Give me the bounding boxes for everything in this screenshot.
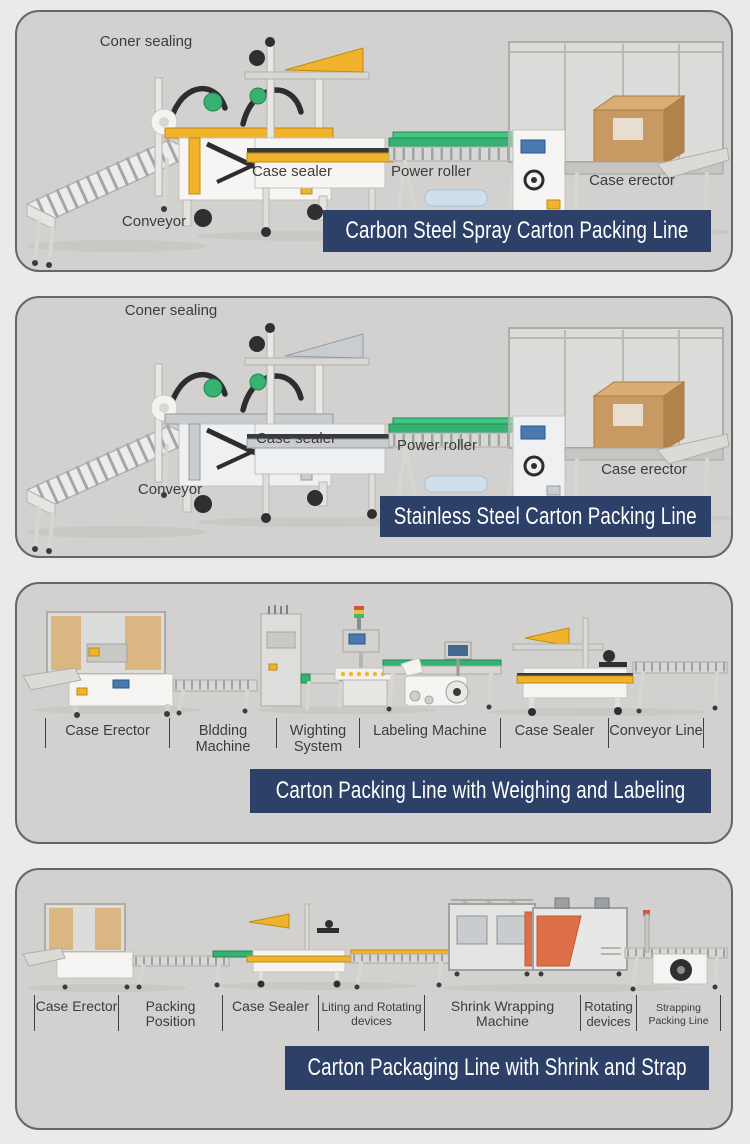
label-conveyor: Conveyor	[137, 481, 203, 498]
label-case-erector: Case erector	[589, 172, 675, 189]
panel-title: Carbon Steel Spray Carton Packing Line	[345, 217, 689, 244]
label-case-sealer: Case sealer	[251, 163, 333, 180]
label-conveyor: Conveyor	[121, 213, 187, 230]
segment-case-erector: Case Erector	[45, 718, 169, 748]
segment-liting-rotating-devices: Liting and Rotating devices	[318, 995, 424, 1031]
label-case-sealer: Case sealer	[255, 430, 337, 447]
segment-wighting-system: Wighting System	[276, 718, 359, 754]
panel-title-banner: Carton Packing Line with Weighing and La…	[250, 769, 711, 813]
segment-label-row: Case Erector Bldding Machine Wighting Sy…	[45, 718, 704, 754]
segment-case-sealer: Case Sealer	[500, 718, 608, 748]
panel-title-banner: Stainless Steel Carton Packing Line	[380, 496, 711, 537]
segment-conveyor-line: Conveyor Line	[608, 718, 703, 748]
label-corner-sealing: Coner sealing	[99, 33, 193, 50]
panel-title: Stainless Steel Carton Packing Line	[393, 502, 698, 530]
segment-label-row: Case Erector Packing Position Case Seale…	[34, 995, 721, 1031]
label-corner-sealing: Coner sealing	[124, 302, 218, 319]
panel-weighing-labeling-line: Case Erector Bldding Machine Wighting Sy…	[15, 582, 733, 844]
panel-shrink-strap-line: Case Erector Packing Position Case Seale…	[15, 868, 733, 1130]
segment-packing-position: Packing Position	[118, 995, 222, 1031]
segment-strapping-packing-line: Strapping Packing Line	[636, 995, 720, 1031]
panel-stainless-steel-line: Coner sealing Case sealer Power roller C…	[15, 296, 733, 558]
segment-bldding-machine: Bldding Machine	[169, 718, 276, 754]
machine-line-photo-shrink-strap	[22, 897, 728, 992]
segment-labeling-machine: Labeling Machine	[359, 718, 500, 748]
panel-title-banner: Carbon Steel Spray Carton Packing Line	[323, 210, 711, 252]
segment-case-sealer: Case Sealer	[222, 995, 318, 1031]
label-case-erector: Case erector	[601, 461, 687, 478]
machine-line-photo-weighing-labeling	[22, 605, 728, 718]
panel-title: Carton Packaging Line with Shrink and St…	[307, 1054, 687, 1081]
label-power-roller: Power roller	[396, 437, 478, 454]
panel-title: Carton Packing Line with Weighing and La…	[275, 777, 686, 804]
panel-carbon-steel-line: Coner sealing Case sealer Power roller C…	[15, 10, 733, 272]
panel-title-banner: Carton Packaging Line with Shrink and St…	[285, 1046, 709, 1090]
segment-shrink-wrapping-machine: Shrink Wrapping Machine	[424, 995, 580, 1031]
label-power-roller: Power roller	[390, 163, 472, 180]
segment-case-erector: Case Erector	[34, 995, 118, 1031]
segment-rotating-devices: Rotating devices	[580, 995, 636, 1031]
